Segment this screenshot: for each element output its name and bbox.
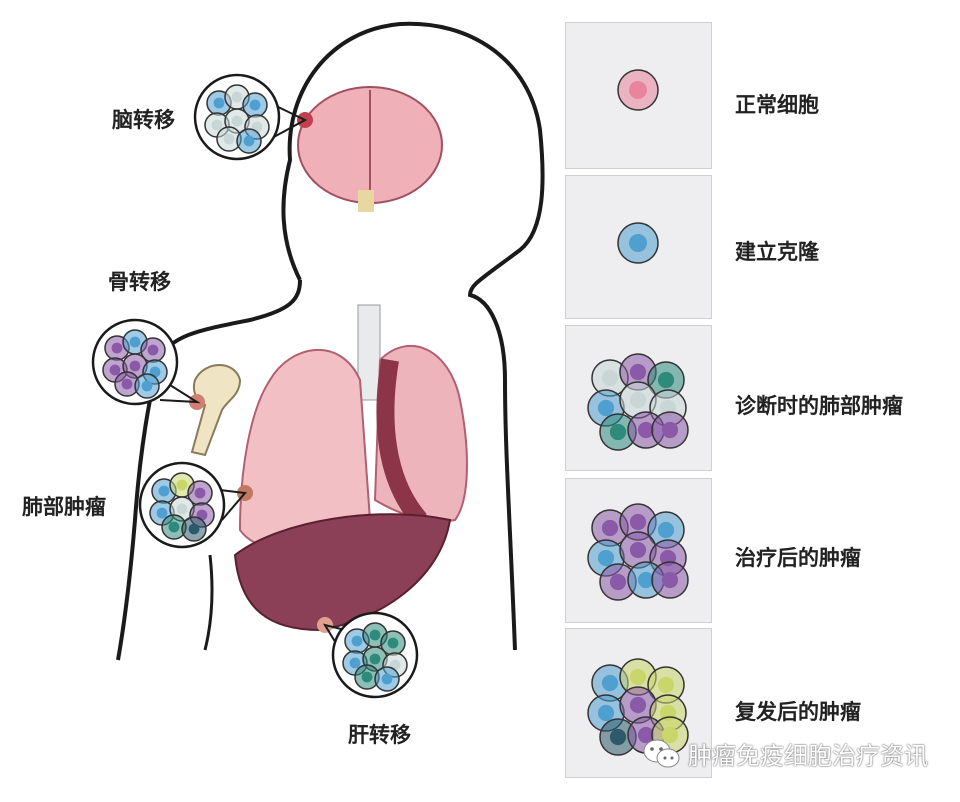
wechat-icon (643, 739, 680, 767)
watermark-text: 肿瘤免疫细胞治疗资讯 (688, 742, 928, 770)
cell (374, 666, 400, 692)
cell (599, 718, 637, 756)
label-liver-metastasis: 肝转移 (348, 723, 411, 747)
stage-label-normal: 正常细胞 (735, 93, 819, 117)
stage-label-relapse: 复发后的肿瘤 (735, 700, 861, 724)
cell (651, 411, 689, 449)
cell (651, 561, 689, 599)
cell (617, 222, 659, 264)
cell (617, 69, 659, 111)
watermark: 肿瘤免疫细胞治疗资讯 (642, 736, 928, 771)
cell (362, 622, 388, 648)
cell (647, 511, 685, 549)
label-brain-metastasis: 脑转移 (112, 108, 175, 132)
brain-magnifier (193, 73, 281, 161)
label-bone-metastasis: 骨转移 (108, 270, 171, 294)
cell (599, 413, 637, 451)
stage-label-treated: 治疗后的肿瘤 (735, 546, 861, 570)
cell (114, 371, 140, 397)
bone-magnifier (91, 318, 179, 406)
liver-magnifier (331, 611, 419, 699)
liver (233, 513, 452, 632)
aorta (376, 358, 427, 526)
cell (242, 92, 268, 118)
inner-arm-line (203, 554, 214, 651)
cell (236, 128, 262, 154)
cell (619, 658, 657, 696)
trachea (357, 304, 381, 401)
cell (619, 381, 657, 419)
cell (134, 373, 160, 399)
cell (599, 563, 637, 601)
stage-label-diagnosis: 诊断时的肺部肿瘤 (735, 394, 903, 418)
stage-panel-relapse (565, 628, 712, 778)
cell (216, 126, 242, 152)
stage-label-clone: 建立克隆 (735, 240, 819, 264)
cell (647, 666, 685, 704)
cell (619, 503, 657, 541)
cell (181, 516, 207, 542)
cell (380, 630, 406, 656)
brainstem (358, 190, 374, 212)
cell (591, 664, 629, 702)
label-lung-tumor: 肺部肿瘤 (22, 495, 106, 519)
lung-magnifier (138, 461, 226, 549)
